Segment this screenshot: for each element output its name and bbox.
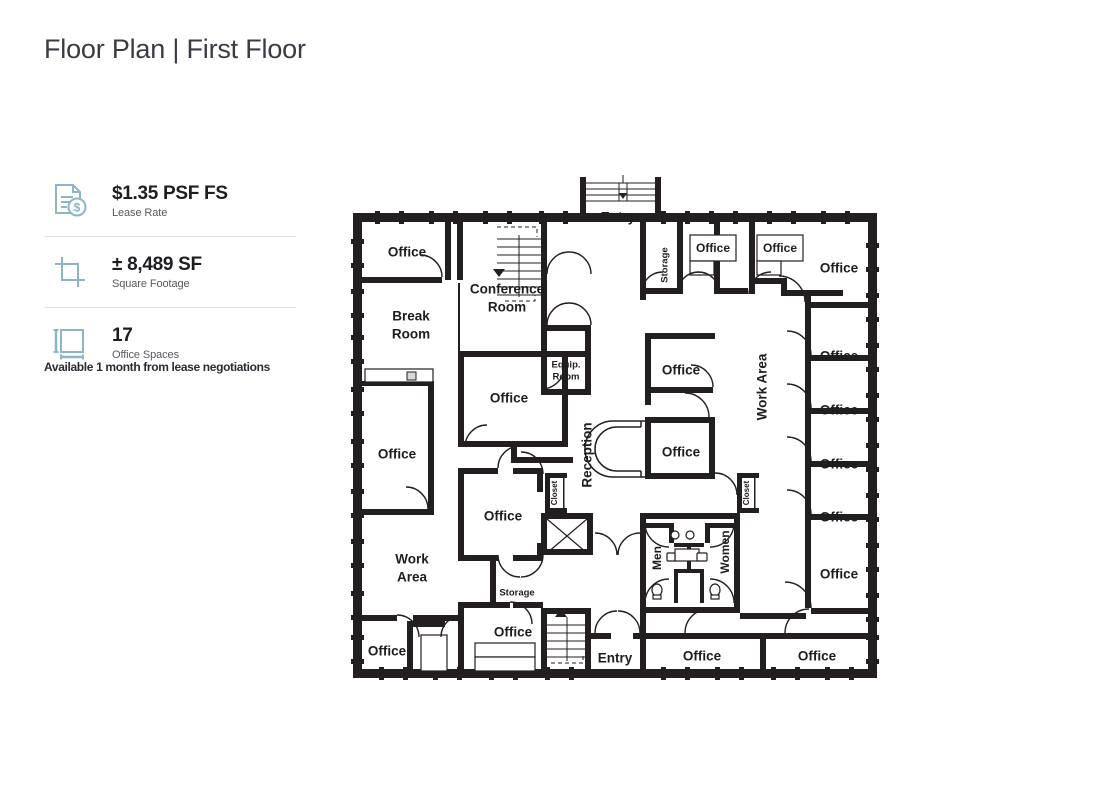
room-label-closet-center: Closet (550, 480, 559, 505)
svg-text:Room: Room (488, 300, 526, 315)
stat-value: $1.35 PSF FS (112, 183, 228, 205)
svg-text:Area: Area (397, 570, 428, 585)
room-label-reception: Reception (580, 422, 595, 487)
document-dollar-icon: $ (44, 183, 96, 219)
room-label-men-restroom: Men (650, 546, 664, 570)
page-title: Floor Plan | First Floor (44, 34, 306, 64)
stat-text-group: $1.35 PSF FS Lease Rate (96, 183, 228, 219)
svg-text:Break: Break (392, 309, 430, 324)
stat-label: Office Spaces (112, 348, 179, 361)
room-label-office-reception: Office (662, 445, 701, 460)
north-entry-structure (580, 177, 661, 219)
room-label-break-room: Break Room (392, 309, 430, 342)
svg-text:Work: Work (395, 552, 429, 567)
north-entry-stair (586, 175, 661, 202)
room-label-office-e2: Office (820, 403, 859, 418)
room-label-office-e1: Office (820, 349, 859, 364)
room-label-office-e5: Office (820, 567, 859, 582)
room-label-office-sw: Office (368, 644, 407, 659)
room-label-conference-room: Conference Room (470, 282, 545, 315)
svg-text:$: $ (74, 201, 81, 215)
interior-walls (362, 222, 868, 676)
room-label-office-n1: Office (696, 241, 730, 255)
room-dimension-icon (44, 326, 96, 360)
room-label-office-ne: Office (820, 261, 859, 276)
stat-office-spaces: 17 Office Spaces (44, 307, 296, 378)
stat-label: Lease Rate (112, 206, 168, 219)
wall-pilasters (351, 211, 879, 680)
svg-text:Conference: Conference (470, 282, 545, 297)
svg-text:Room: Room (392, 327, 430, 342)
availability-note: Available 1 month from lease negotiation… (44, 360, 270, 374)
room-label-office-e3: Office (820, 457, 859, 472)
room-label-office-s2: Office (798, 649, 837, 664)
room-label-equip-room: Equip. Room (551, 360, 580, 383)
stat-text-group: ± 8,489 SF Square Footage (96, 254, 202, 290)
room-label-office-c-lower: Office (484, 509, 523, 524)
room-label-entry-south: Entry (598, 651, 633, 666)
svg-text:Room: Room (553, 372, 580, 383)
north-interior-stair (493, 226, 541, 305)
room-label-office-n2: Office (763, 241, 797, 255)
room-label-women-restroom: Women (718, 530, 732, 573)
stat-text-group: 17 Office Spaces (96, 325, 179, 361)
room-label-work-area-west: Work Area (395, 552, 429, 585)
room-label-office-w-mid: Office (378, 447, 417, 462)
property-stats-panel: $ $1.35 PSF FS Lease Rate ± 8,489 SF Squ… (44, 166, 296, 378)
room-label-entry-north: Entry (601, 210, 636, 225)
stat-label: Square Footage (112, 277, 190, 290)
door-swings (396, 251, 812, 638)
room-label-office-s-center: Office (494, 625, 533, 640)
room-label-office-s1: Office (683, 649, 722, 664)
svg-text:Equip.: Equip. (551, 360, 580, 371)
room-label-storage-north: Storage (660, 247, 671, 282)
stat-lease-rate: $ $1.35 PSF FS Lease Rate (44, 166, 296, 236)
stat-value: 17 (112, 325, 133, 347)
room-label-office-c-mid: Office (662, 363, 701, 378)
room-label-storage-south: Storage (499, 588, 534, 599)
room-label-work-area-east: Work Area (755, 353, 770, 420)
exterior-windows (354, 214, 876, 677)
south-interior-stair (547, 609, 591, 664)
room-label-office-e4: Office (820, 510, 859, 525)
floor-plan-drawing: Office Break Room Conference Room Entry … (345, 165, 885, 685)
stat-square-footage: ± 8,489 SF Square Footage (44, 236, 296, 307)
room-labels: Office Break Room Conference Room Entry … (368, 210, 859, 666)
room-label-office-c-upper: Office (490, 391, 529, 406)
room-label-closet-east: Closet (742, 480, 751, 505)
room-label-office-nw: Office (388, 245, 427, 260)
crop-area-icon (44, 255, 96, 289)
stat-value: ± 8,489 SF (112, 254, 202, 276)
